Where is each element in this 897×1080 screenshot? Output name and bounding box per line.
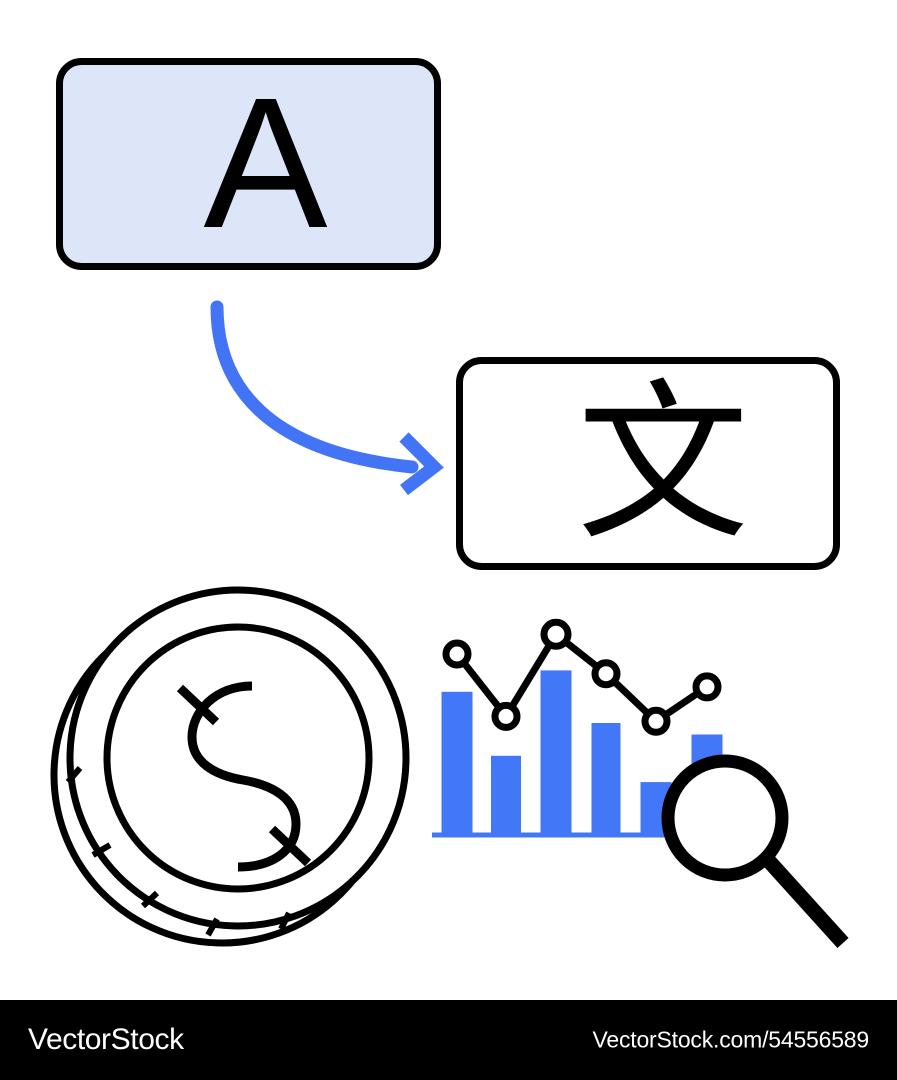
coin-inner-ring <box>103 623 373 893</box>
curved-translate-arrow <box>210 300 444 496</box>
watermark-url: VectorStock.com/54556589 <box>592 1026 870 1053</box>
magnifying-glass[interactable] <box>661 754 849 949</box>
chart-bar <box>591 723 621 833</box>
magnifier-lens <box>661 754 789 882</box>
source-language-box-shape <box>56 58 441 270</box>
chart-data-point <box>540 618 572 650</box>
chart-trend-markers <box>442 618 722 736</box>
chart-data-point <box>442 639 472 669</box>
dollar-coin <box>50 586 410 947</box>
chart-data-point <box>491 701 521 731</box>
chart-data-point <box>692 672 722 702</box>
dollar-stroke-upper <box>176 684 220 726</box>
coin-ridge-tick <box>91 842 112 858</box>
arrow-head <box>399 432 444 496</box>
arrow-curve-path <box>210 300 419 474</box>
coin-ridge-tick <box>278 911 292 931</box>
coin-ridge-ticks <box>65 766 292 937</box>
coin-ridge-tick <box>205 917 220 937</box>
watermark-brand: VectorStock <box>28 1023 184 1056</box>
chart-data-point <box>641 706 671 736</box>
coin-ridge-tick <box>140 890 160 909</box>
vector-artwork <box>50 58 849 949</box>
chart-bar <box>540 670 572 833</box>
artboard: A 文 <box>50 58 849 949</box>
source-language-letter: A <box>203 60 328 267</box>
chart-data-point <box>591 659 621 689</box>
magnifier-handle <box>762 854 849 949</box>
chart-bar <box>491 755 521 833</box>
coin-ridge-tick <box>65 766 83 784</box>
target-language-box[interactable] <box>456 357 840 570</box>
watermark-footer: VectorStock VectorStock.com/54556589 <box>0 1000 897 1080</box>
coin-dollar-symbol <box>176 681 312 872</box>
chart-bar <box>441 691 473 833</box>
target-language-character: 文 <box>577 362 749 564</box>
dollar-stroke-lower <box>268 825 312 867</box>
source-language-box[interactable] <box>56 58 441 270</box>
target-language-box-shape <box>456 357 840 570</box>
